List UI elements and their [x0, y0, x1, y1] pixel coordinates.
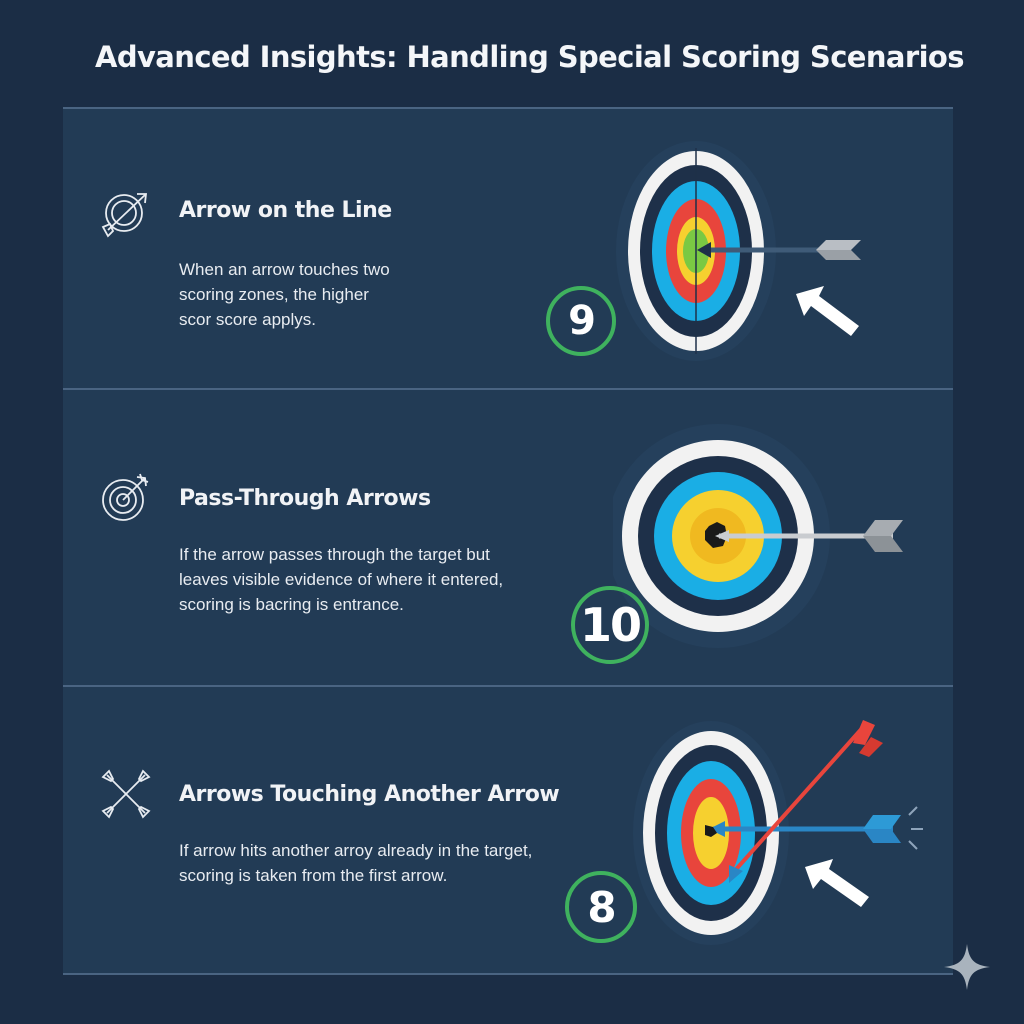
- scenario-heading: Arrows Touching Another Arrow: [179, 782, 560, 807]
- description-line: If the arrow passes through the target b…: [179, 545, 490, 564]
- description-line: scoring zones, the higher: [179, 285, 369, 304]
- scenario-pass-through: Pass-Through Arrows If the arrow passes …: [63, 390, 953, 685]
- description-line: When an arrow touches two: [179, 260, 390, 279]
- divider-bottom: [63, 973, 953, 975]
- score-badge: 8: [565, 871, 637, 943]
- scenario-arrow-on-line: Arrow on the Line When an arrow touches …: [63, 110, 953, 388]
- pass-through-target: [613, 424, 903, 648]
- description-line: scoring is bacring is entrance.: [179, 595, 404, 614]
- divider-1: [63, 388, 953, 390]
- bullseye-arrow-icon: [102, 473, 149, 521]
- crossed-arrows-icon: [101, 769, 151, 819]
- page-title: Advanced Insights: Handling Special Scor…: [95, 40, 965, 74]
- divider-2: [63, 685, 953, 687]
- scenario-description: If arrow hits another arroy already in t…: [179, 838, 532, 888]
- target-arrow-icon: [101, 193, 148, 238]
- scenario-heading: Pass-Through Arrows: [179, 486, 431, 511]
- score-badge: 10: [571, 586, 649, 664]
- sparkle-icon: [944, 944, 990, 990]
- description-line: leaves visible evidence of where it ente…: [179, 570, 504, 589]
- description-line: scoring is taken from the first arrow.: [179, 866, 448, 885]
- description-line: scor score applys.: [179, 310, 316, 329]
- scenario-heading: Arrow on the Line: [179, 198, 392, 223]
- scenario-description: If the arrow passes through the target b…: [179, 542, 503, 617]
- description-line: If arrow hits another arroy already in t…: [179, 841, 533, 860]
- divider-top: [63, 107, 953, 109]
- score-badge: 9: [546, 286, 616, 356]
- scenario-description: When an arrow touches two scoring zones,…: [179, 257, 390, 332]
- scenario-arrow-touching: Arrows Touching Another Arrow If arrow h…: [63, 687, 953, 973]
- arrow-on-line-target: [616, 141, 861, 361]
- arrow-touching-arrow-target: [633, 720, 923, 945]
